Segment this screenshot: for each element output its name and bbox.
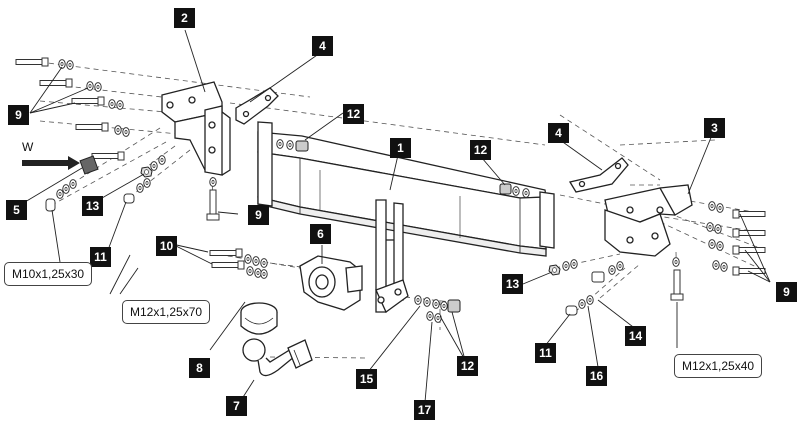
callout-4-right: 4 — [548, 123, 569, 143]
callout-11-right: 11 — [535, 343, 556, 363]
callout-8: 8 — [189, 358, 210, 378]
callout-9-centre: 9 — [248, 205, 269, 225]
callout-1: 1 — [390, 138, 411, 158]
callout-13-left: 13 — [82, 196, 103, 216]
callout-13-right: 13 — [502, 274, 523, 294]
callout-12-right: 12 — [470, 140, 491, 160]
callout-2: 2 — [174, 8, 195, 28]
callout-17: 17 — [414, 400, 435, 420]
callout-12-top: 12 — [343, 104, 364, 124]
drop-plate — [375, 199, 409, 313]
leader-lines — [24, 29, 771, 406]
callout-6: 6 — [310, 224, 331, 244]
right-side-bracket — [604, 184, 693, 257]
bolt-spec-m10x30: M10x1,25x30 — [4, 262, 93, 286]
socket-bracket — [299, 255, 363, 311]
crossbar-beam — [257, 121, 555, 257]
tow-ball-cover — [240, 302, 278, 335]
detachable-tow-ball — [242, 338, 313, 377]
left-reinforcement-plate — [235, 87, 279, 125]
left-side-bracket — [161, 81, 231, 176]
callout-11-left: 11 — [90, 247, 111, 267]
w-arrow — [22, 156, 80, 170]
w-label: W — [22, 140, 34, 154]
callout-16: 16 — [586, 366, 607, 386]
callout-10: 10 — [156, 236, 177, 256]
fixing-bolts-centre — [209, 139, 461, 323]
callout-4-left: 4 — [312, 36, 333, 56]
callout-9-right: 9 — [776, 282, 797, 302]
callout-5: 5 — [6, 200, 27, 220]
callout-9-left: 9 — [8, 105, 29, 125]
fixing-bolts-right — [499, 183, 766, 316]
bolt-spec-m12x70: M12x1,25x70 — [122, 300, 211, 324]
bolt-spec-m12x40: M12x1,25x40 — [674, 354, 763, 378]
callout-12-bottom: 12 — [457, 356, 478, 376]
callout-15: 15 — [356, 369, 377, 389]
callout-3: 3 — [704, 118, 725, 138]
fixing-bolts-left — [15, 57, 220, 221]
callout-7: 7 — [226, 396, 247, 416]
callout-14: 14 — [625, 326, 646, 346]
right-reinforcement-plate — [568, 157, 629, 193]
